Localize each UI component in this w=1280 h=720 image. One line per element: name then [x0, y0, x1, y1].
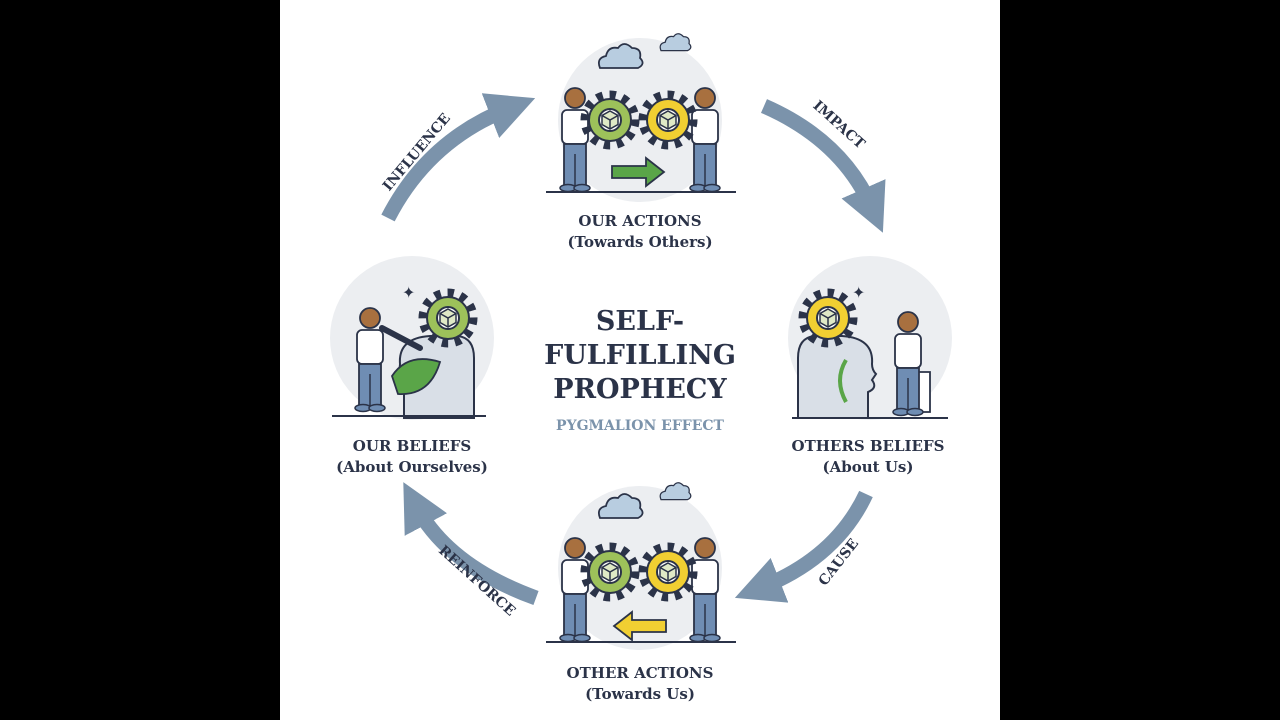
node-others-beliefs-subtitle: (About Us): [823, 458, 914, 476]
node-our-actions-illustration: [546, 33, 736, 202]
node-our-actions-title: OUR ACTIONS: [578, 212, 701, 230]
center-title-line1: SELF-: [596, 306, 684, 337]
node-our-actions-subtitle: (Towards Others): [567, 233, 712, 251]
node-other-actions-title: OTHER ACTIONS: [567, 664, 714, 682]
arrow-reinforce: [403, 482, 539, 606]
diagram-canvas: INFLUENCE IMPACT CAUSE REINFORCE OUR ACT…: [280, 0, 1000, 720]
sparkle-icon: ✦: [852, 283, 865, 302]
center-title-line2: FULFILLING: [544, 340, 736, 371]
node-our-beliefs-illustration: ✦: [330, 256, 494, 420]
node-others-beliefs-illustration: ✦: [788, 256, 952, 420]
node-our-beliefs-subtitle: (About Ourselves): [336, 458, 488, 476]
node-other-actions-subtitle: (Towards Us): [585, 685, 695, 703]
arrow-impact: [760, 99, 886, 233]
node-other-actions-illustration: [546, 482, 736, 650]
sparkle-icon: ✦: [402, 283, 415, 302]
arrow-influence: [381, 93, 536, 222]
arrow-cause: [734, 490, 873, 603]
cycle-diagram: INFLUENCE IMPACT CAUSE REINFORCE OUR ACT…: [330, 33, 952, 703]
center-subtitle: PYGMALION EFFECT: [556, 418, 724, 434]
node-others-beliefs-title: OTHERS BELIEFS: [792, 437, 945, 455]
node-our-beliefs-title: OUR BELIEFS: [353, 437, 471, 455]
center-title-line3: PROPHECY: [553, 374, 727, 405]
